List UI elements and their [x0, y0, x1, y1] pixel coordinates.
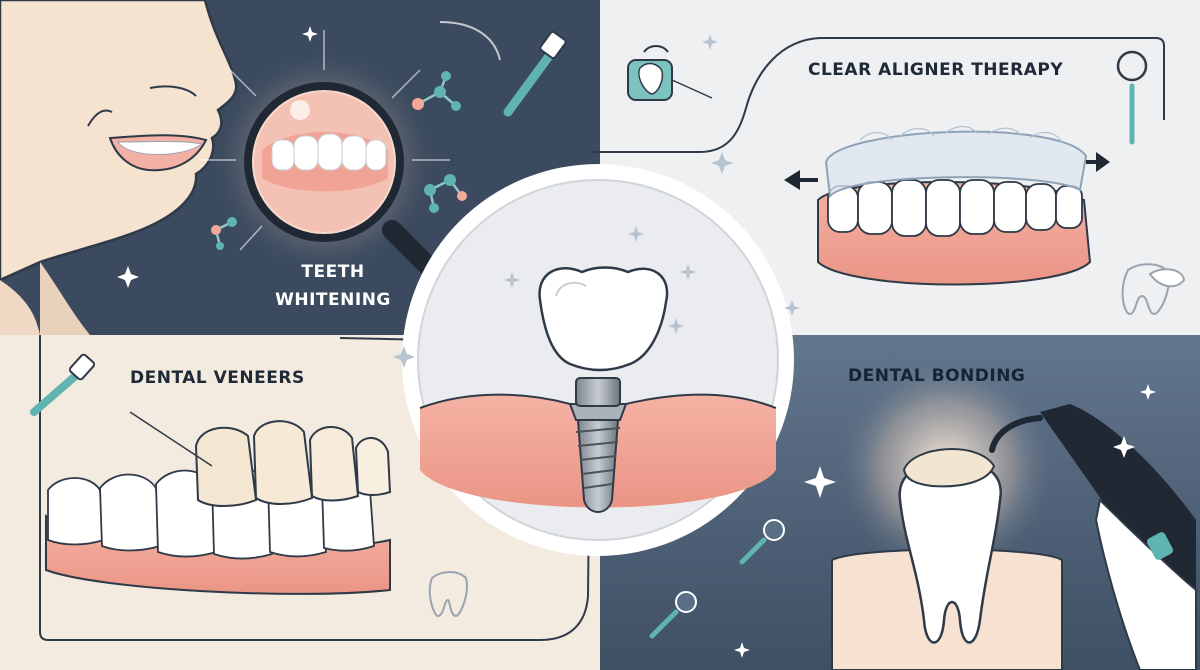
dental-mirror-icon [649, 591, 697, 639]
molecule-icon [412, 71, 461, 111]
magnifier-icon [244, 82, 456, 294]
molecule-icon [424, 174, 467, 213]
toothbrush-icon [503, 31, 567, 117]
toothbrush-icon [30, 353, 96, 416]
curing-light-icon [989, 404, 1197, 670]
veneers-jaw [45, 411, 392, 595]
dental-veneers-label: DENTAL VENEERS [130, 368, 305, 388]
arrow-right-icon [1086, 152, 1110, 172]
teeth-whitening-line1: TEETH [301, 262, 365, 282]
implant-screw [568, 377, 628, 513]
dental-mirror-icon [739, 519, 785, 565]
teeth-whitening-label: TEETH WHITENING [258, 258, 408, 314]
aligner-jaw [817, 125, 1092, 286]
bonding-tooth [898, 448, 1002, 644]
dental-bonding-label: DENTAL BONDING [848, 366, 1026, 386]
implant-crown [538, 266, 669, 372]
molecule-icon [211, 217, 237, 250]
whitening-rays [198, 30, 450, 251]
sparkle-icon [393, 34, 800, 368]
dental-mirror-icon [1116, 50, 1148, 145]
implant-circle [402, 164, 794, 556]
floss-icon [627, 45, 713, 101]
tooth-outline-icon [428, 571, 468, 618]
clear-aligner-label: CLEAR ALIGNER THERAPY [808, 60, 1064, 80]
teeth-whitening-line2: WHITENING [275, 290, 391, 310]
sparkle-icon [117, 26, 1156, 658]
arrow-left-icon [784, 170, 818, 190]
